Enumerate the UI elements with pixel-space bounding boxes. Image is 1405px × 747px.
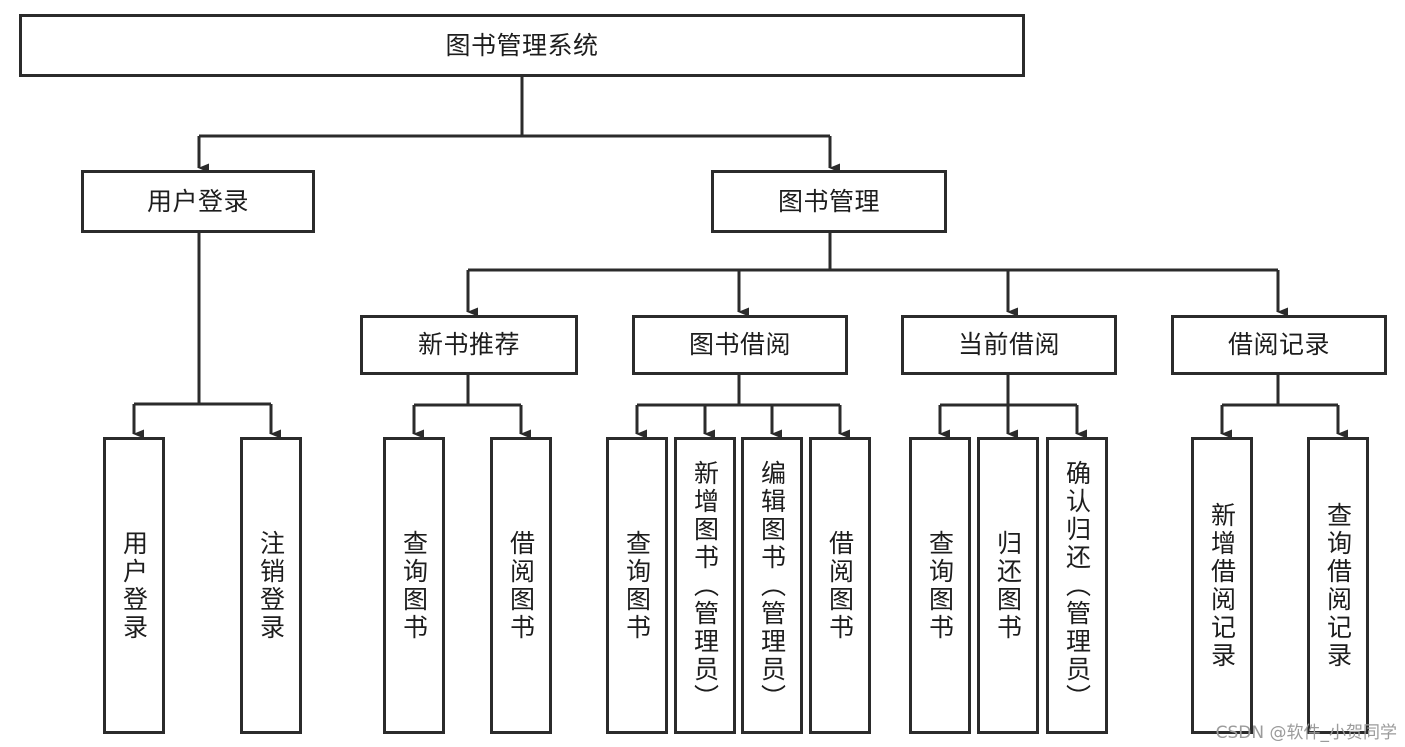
node-label: 查询图书 — [622, 529, 652, 642]
node-label: 新增图书（管理员） — [690, 459, 720, 712]
node-label: 借阅图书 — [825, 529, 855, 642]
node-label: 当前借阅 — [957, 330, 1060, 359]
node-leaf-borrow-borrow-book[interactable]: 借阅图书 — [809, 437, 871, 734]
node-label: 查询图书 — [399, 529, 429, 642]
node-label: 新书推荐 — [417, 330, 520, 359]
node-book-management[interactable]: 图书管理 — [711, 170, 947, 233]
node-leaf-user-login-logout[interactable]: 注销登录 — [240, 437, 302, 734]
node-leaf-borrow-query-book[interactable]: 查询图书 — [606, 437, 668, 734]
node-label: 确认归还（管理员） — [1062, 459, 1092, 712]
node-label: 用户登录 — [119, 529, 149, 642]
node-new-book-recommendation[interactable]: 新书推荐 — [360, 315, 578, 375]
node-label: 编辑图书（管理员） — [757, 459, 787, 712]
node-label: 新增借阅记录 — [1207, 501, 1237, 670]
node-leaf-recommend-query-book[interactable]: 查询图书 — [383, 437, 445, 734]
node-leaf-current-return-book[interactable]: 归还图书 — [977, 437, 1039, 734]
node-book-borrowing[interactable]: 图书借阅 — [632, 315, 848, 375]
node-leaf-current-confirm-return-admin[interactable]: 确认归还（管理员） — [1046, 437, 1108, 734]
node-borrowing-record[interactable]: 借阅记录 — [1171, 315, 1387, 375]
node-label: 用户登录 — [146, 186, 249, 216]
node-root-book-management-system[interactable]: 图书管理系统 — [19, 14, 1025, 77]
node-label: 图书借阅 — [688, 330, 791, 359]
node-leaf-record-add-record[interactable]: 新增借阅记录 — [1191, 437, 1253, 734]
node-label: 借阅记录 — [1227, 330, 1330, 359]
node-leaf-user-login-login[interactable]: 用户登录 — [103, 437, 165, 734]
node-label: 查询借阅记录 — [1323, 501, 1353, 670]
node-label: 查询图书 — [925, 529, 955, 642]
node-label: 注销登录 — [256, 529, 286, 642]
node-leaf-recommend-borrow-book[interactable]: 借阅图书 — [490, 437, 552, 734]
node-leaf-borrow-add-book-admin[interactable]: 新增图书（管理员） — [674, 437, 736, 734]
node-leaf-current-query-book[interactable]: 查询图书 — [909, 437, 971, 734]
node-label: 归还图书 — [993, 529, 1023, 642]
csdn-watermark: CSDN @软件_小贺同学 — [1215, 723, 1397, 743]
node-label: 借阅图书 — [506, 529, 536, 642]
node-leaf-borrow-edit-book-admin[interactable]: 编辑图书（管理员） — [741, 437, 803, 734]
node-user-login[interactable]: 用户登录 — [81, 170, 315, 233]
node-leaf-record-query-record[interactable]: 查询借阅记录 — [1307, 437, 1369, 734]
node-label: 图书管理 — [777, 186, 880, 216]
node-current-borrowing[interactable]: 当前借阅 — [901, 315, 1117, 375]
node-label: 图书管理系统 — [445, 30, 599, 60]
